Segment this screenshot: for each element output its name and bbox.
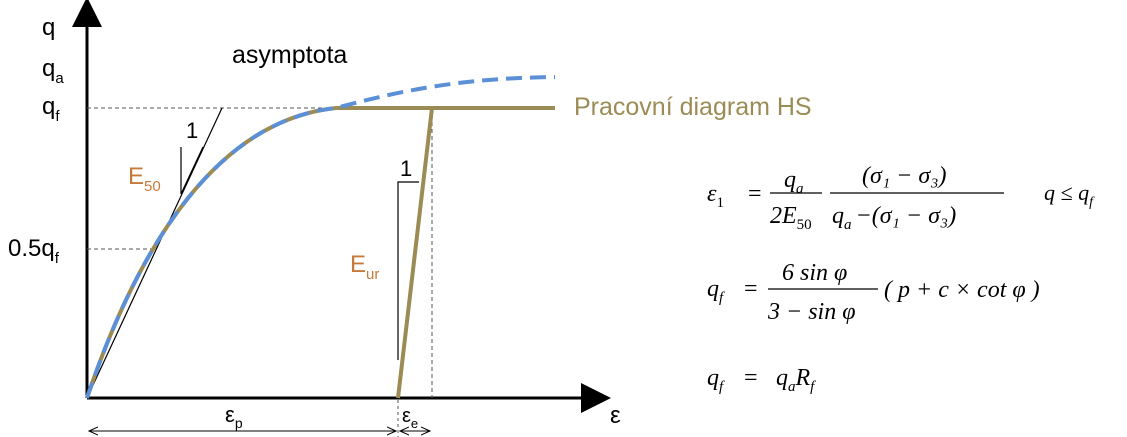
equation-strain: ε1 = qa 2E50 (σ₁ − σ₃) qa−(σ₁ − σ₃) q ≤ … [707, 163, 1095, 233]
svg-text:qa−(σ₁ − σ₃): qa−(σ₁ − σ₃) [832, 203, 956, 233]
qa-label: qa [42, 55, 64, 87]
hs-curve [85, 106, 555, 399]
svg-text:=: = [748, 181, 762, 207]
e50-slope-one: 1 [186, 118, 198, 143]
curve-name-label: Pracovní diagram HS [574, 93, 812, 121]
e50-slope-triangle [180, 146, 204, 195]
equation-qf-failure: qf = 6 sin φ 3 − sin φ ( p + c × cot φ ) [707, 260, 1040, 325]
half-qf-label: 0.5qf [8, 235, 60, 267]
svg-text:qaRf: qaRf [776, 365, 816, 395]
svg-text:q ≤ qf: q ≤ qf [1044, 180, 1095, 210]
eur-line [396, 107, 434, 399]
qf-label: qf [42, 93, 60, 125]
svg-text:qf: qf [707, 276, 725, 306]
svg-text:6 sin φ: 6 sin φ [782, 260, 847, 286]
e50-label: E50 [128, 163, 161, 195]
svg-text:ε1: ε1 [707, 181, 724, 211]
y-axis-label: q [42, 14, 55, 41]
eur-slope-one: 1 [400, 156, 412, 181]
svg-text:3 − sin φ: 3 − sin φ [767, 299, 855, 325]
asymptote-label: asymptota [232, 41, 347, 69]
equation-qf-asymptote: qf = qaRf [707, 365, 816, 395]
svg-text:=: = [744, 276, 758, 302]
eps-e-label: εe [402, 405, 418, 431]
svg-text:qf: qf [707, 365, 725, 395]
svg-text:2E50: 2E50 [770, 203, 812, 233]
svg-text:( p + c × cot φ ): ( p + c × cot φ ) [884, 277, 1040, 303]
eur-slope-triangle [397, 181, 419, 360]
x-axis-label: ε [610, 402, 621, 429]
svg-text:=: = [744, 365, 758, 391]
eur-label: Eur [350, 251, 379, 283]
svg-text:qa: qa [784, 167, 804, 197]
svg-text:(σ₁ − σ₃): (σ₁ − σ₃) [862, 163, 947, 189]
asymptote-curve [85, 75, 556, 399]
e50-secant-line [86, 107, 223, 399]
eps-p-label: εp [225, 402, 243, 431]
